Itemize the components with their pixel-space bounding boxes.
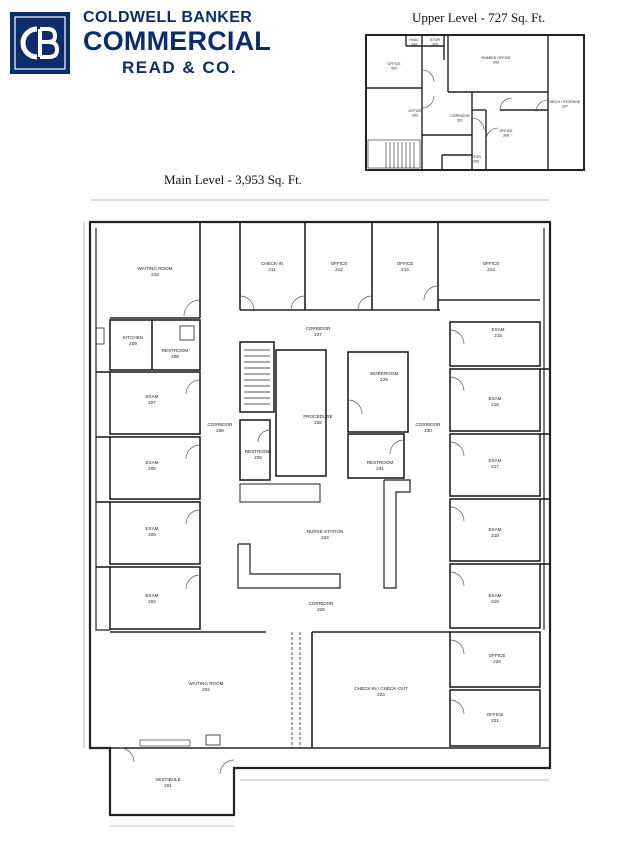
cb-monogram-icon (14, 16, 66, 70)
cb-logo (10, 12, 70, 74)
brand-line-read-co: READ & CO. (122, 58, 238, 77)
main-level-title: Main Level - 3,953 Sq. Ft. (164, 172, 302, 187)
brand-line-commercial: COMMERCIAL (83, 26, 271, 56)
brand-line-coldwell-banker: COLDWELL BANKER (83, 9, 253, 26)
upper-level-title: Upper Level - 727 Sq. Ft. (412, 10, 546, 25)
